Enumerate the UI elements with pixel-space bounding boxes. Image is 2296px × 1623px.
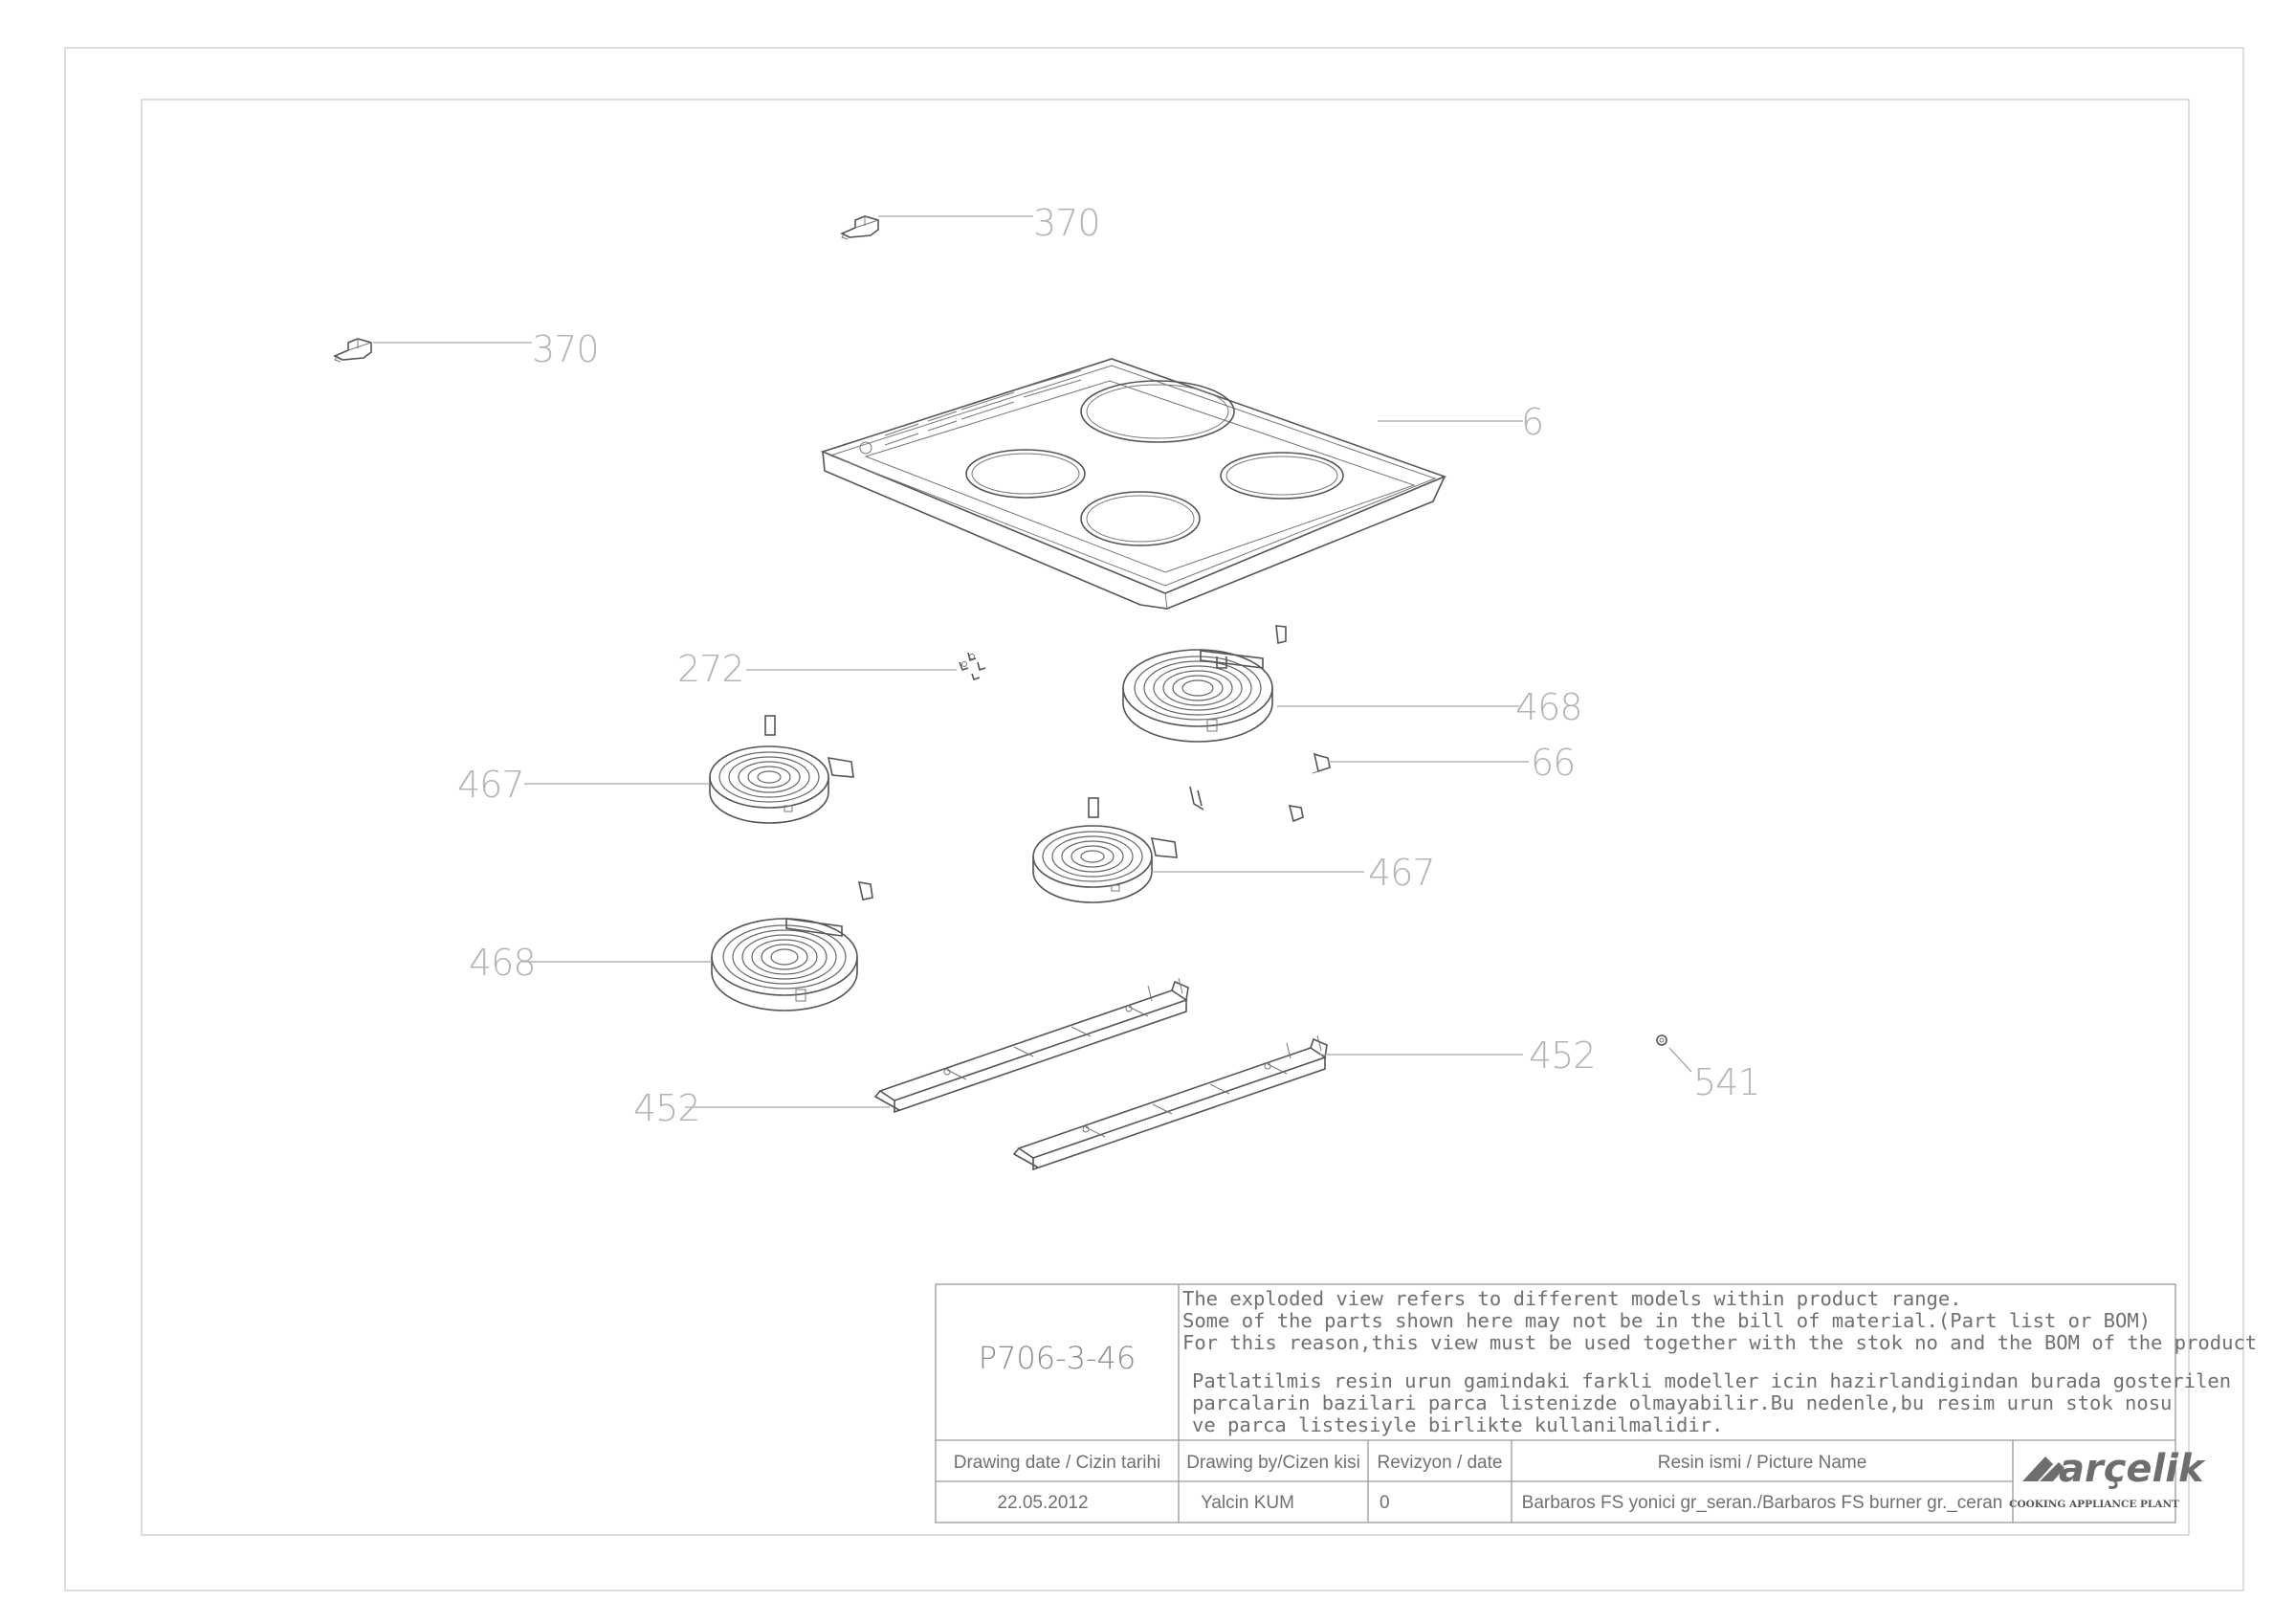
part-452-rail-lower xyxy=(1012,1034,1328,1171)
part-467-heater-center xyxy=(1032,786,1304,903)
callout-label: 467 xyxy=(1368,852,1435,894)
part-66-clip xyxy=(1312,752,1331,774)
callout-label: 467 xyxy=(457,764,524,806)
part-467-heater-left xyxy=(709,715,854,824)
value-revision: 0 xyxy=(1380,1493,1390,1513)
note-tr-line: parcalarin bazilari parca listenizde olm… xyxy=(1192,1391,2172,1414)
note-en-line: The exploded view refers to different mo… xyxy=(1182,1287,1962,1310)
callout-label: 66 xyxy=(1531,742,1575,784)
callout-label: 452 xyxy=(633,1087,700,1129)
part-468-heater-top xyxy=(1122,625,1287,743)
value-date: 22.05.2012 xyxy=(997,1493,1088,1513)
part-6-glass-cooktop xyxy=(820,358,1447,610)
header-revision: Revizyon / date xyxy=(1378,1453,1503,1473)
note-en-line: For this reason,this view must be used t… xyxy=(1182,1331,2257,1354)
callout-label: 468 xyxy=(469,942,536,984)
callout-label: 370 xyxy=(1033,202,1100,244)
value-picture-name: Barbaros FS yonici gr_seran./Barbaros FS… xyxy=(1522,1493,2003,1513)
brand-mark-icon xyxy=(2022,1456,2064,1481)
callout-label: 272 xyxy=(677,648,744,690)
leader-lines xyxy=(373,215,1692,1108)
part-452-rail-upper xyxy=(873,977,1189,1114)
title-block: P706-3-46 The exploded view refers to di… xyxy=(935,1283,2257,1523)
header-picture-name: Resin ismi / Picture Name xyxy=(1658,1453,1867,1473)
outer-frame xyxy=(64,47,2244,1591)
callout-label: 370 xyxy=(532,328,599,370)
header-date: Drawing date / Cizin tarihi xyxy=(954,1453,1160,1473)
note-en-line: Some of the parts shown here may not be … xyxy=(1182,1309,2151,1332)
part-370-clip-top xyxy=(840,215,879,240)
inner-frame xyxy=(141,99,2190,1536)
value-drawn-by: Yalcin KUM xyxy=(1201,1493,1294,1513)
brand-logo: arçelik COOKING APPLIANCE PLANT xyxy=(2009,1447,2206,1510)
part-468-heater-bottom xyxy=(711,881,873,1012)
callout-label: 452 xyxy=(1529,1034,1596,1077)
note-tr-line: ve parca listesiyle birlikte kullanilmal… xyxy=(1192,1413,1723,1436)
plant-name: COOKING APPLIANCE PLANT xyxy=(2009,1499,2179,1510)
callout-label: 468 xyxy=(1515,686,1582,728)
drawing-code: P706-3-46 xyxy=(979,1340,1137,1376)
part-370-clip-left xyxy=(333,338,372,363)
callout-label: 6 xyxy=(1521,401,1543,443)
note-tr-line: Patlatilmis resin urun gamindaki farkli … xyxy=(1192,1369,2231,1392)
callout-label: 541 xyxy=(1693,1061,1760,1103)
part-541-screw xyxy=(1656,1034,1667,1046)
brand-name: arçelik xyxy=(2059,1447,2206,1491)
header-drawn-by: Drawing by/Cizen kisi xyxy=(1186,1453,1360,1473)
part-272-clips xyxy=(959,652,986,681)
